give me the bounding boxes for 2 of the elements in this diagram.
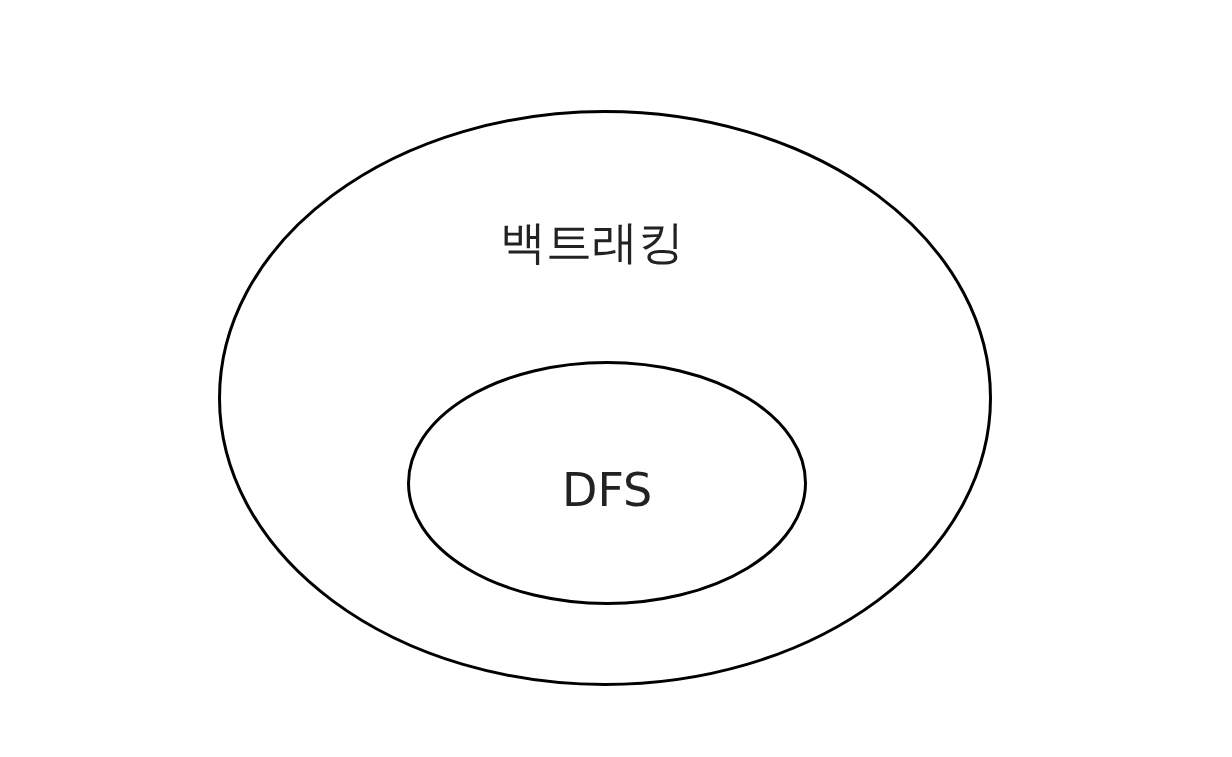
subset-label: DFS xyxy=(562,467,653,514)
set-label: 백트래킹 xyxy=(499,219,684,266)
